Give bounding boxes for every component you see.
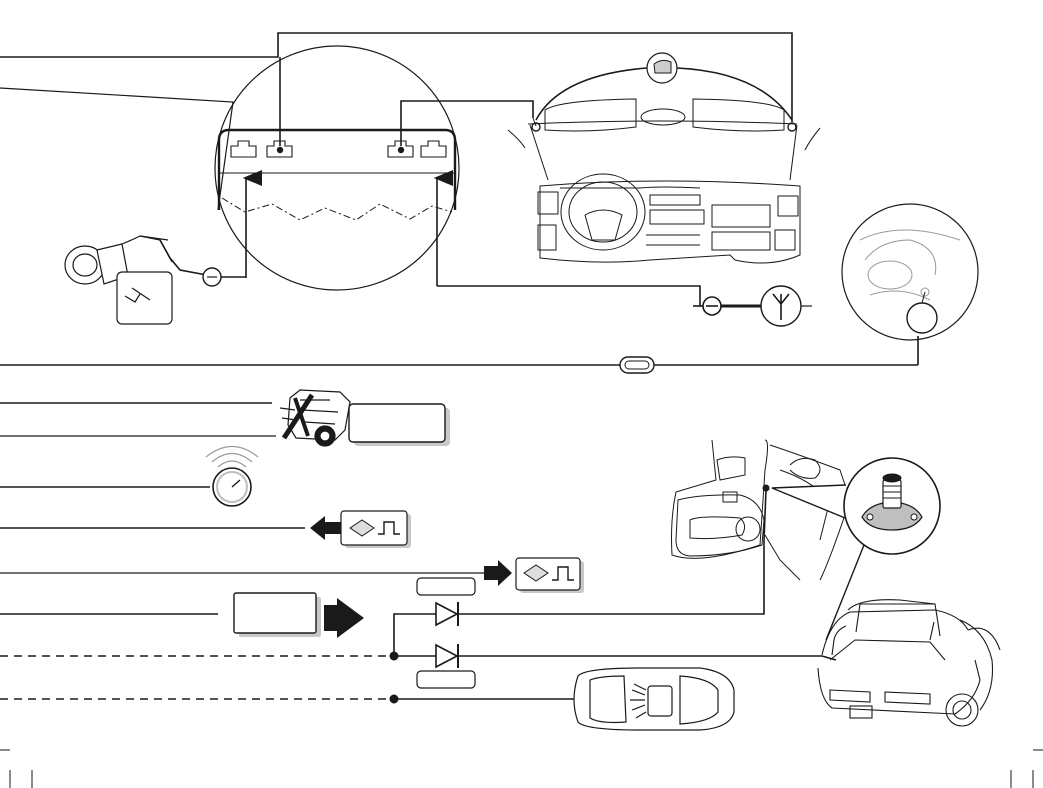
detail-circle: [215, 46, 459, 290]
engine-crossed-icon: [280, 390, 350, 446]
pin-slot-1: [231, 141, 256, 157]
push-button-pulse-icon-2: [484, 558, 584, 593]
car-dashboard-illustration: [508, 53, 820, 263]
wire-lead-icon: [620, 357, 654, 373]
crop-marks: [0, 750, 1043, 788]
pin-switch-detail: [772, 458, 940, 640]
car-top-view-illustration: [574, 668, 734, 730]
trunk-illustration: [818, 600, 1000, 726]
steering-column-detail: [842, 204, 978, 340]
siren-icon: [65, 236, 246, 324]
wire-lines: [0, 33, 918, 699]
pin-dot-3: [398, 147, 404, 153]
pin-slot-4: [421, 141, 446, 157]
status-led-icon: [206, 447, 258, 507]
connector-break: [222, 198, 452, 220]
label-box-output: [234, 593, 364, 638]
connector-detail: [215, 46, 700, 306]
wire-top-2: [0, 88, 233, 210]
antenna-icon: [693, 286, 812, 326]
label-box-engine: [349, 404, 450, 446]
connector-housing: [219, 130, 455, 210]
push-button-pulse-icon: [310, 511, 411, 548]
door-switch-illustration: [672, 440, 851, 580]
pin-dot-2: [277, 147, 283, 153]
